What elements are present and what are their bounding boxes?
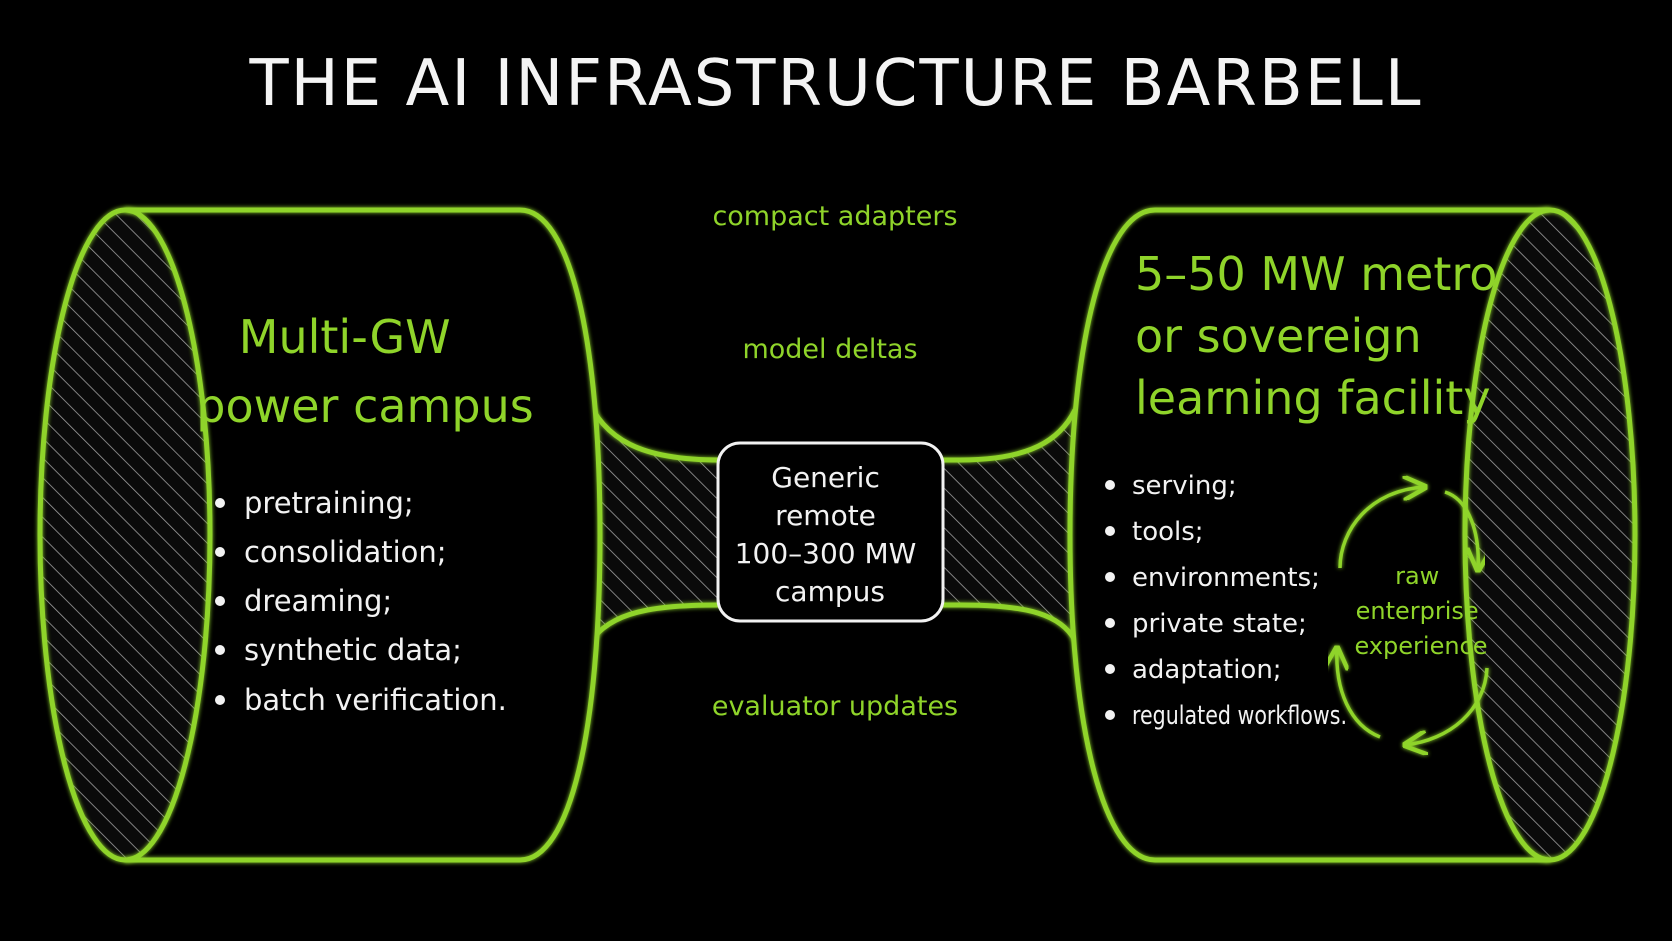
cycle-label-line: experience bbox=[1354, 632, 1487, 660]
left-weight-outline bbox=[125, 207, 603, 863]
diagram-title: THE AI INFRASTRUCTURE BARBELL bbox=[249, 47, 1423, 121]
right-weight bbox=[1067, 207, 1638, 863]
right-weight-outline bbox=[1067, 207, 1550, 863]
center-hub-line: campus bbox=[775, 575, 885, 608]
cycle-arrow-bottom-right bbox=[1405, 667, 1489, 745]
bullet-dot bbox=[1105, 526, 1115, 536]
left-weight-body bbox=[130, 210, 600, 860]
right-weight-list: serving; tools; environments; private st… bbox=[1105, 471, 1347, 731]
list-item: adaptation; bbox=[1132, 655, 1282, 685]
cycle-label-line: raw bbox=[1395, 562, 1439, 590]
center-hub-line: Generic bbox=[771, 461, 880, 494]
right-weight-end-cap bbox=[1465, 210, 1635, 860]
right-weight-body bbox=[1070, 210, 1545, 860]
bullet-dot bbox=[215, 645, 225, 655]
list-item: consolidation; bbox=[244, 535, 447, 569]
left-weight-end-cap bbox=[40, 210, 210, 860]
center-hub-line: 100–300 MW bbox=[735, 537, 917, 570]
flow-middle: model deltas bbox=[640, 334, 1015, 412]
flow-label-middle: model deltas bbox=[742, 334, 917, 365]
cycle-arrow-bottom-left bbox=[1337, 648, 1381, 739]
left-weight-heading: Multi-GW power campus bbox=[196, 310, 533, 433]
center-hub-line: remote bbox=[775, 499, 876, 532]
cycle-label: raw enterprise experience bbox=[1354, 562, 1487, 660]
left-weight-list: pretraining; consolidation; dreaming; sy… bbox=[215, 486, 507, 717]
list-item: synthetic data; bbox=[244, 633, 462, 667]
list-item: tools; bbox=[1132, 517, 1204, 547]
flow-label-bottom: evaluator updates bbox=[712, 691, 958, 722]
bullet-dot bbox=[1105, 572, 1115, 582]
bullet-dot bbox=[1105, 480, 1115, 490]
right-weight-heading: 5–50 MW metro or sovereign learning faci… bbox=[1135, 247, 1512, 425]
flow-label-top: compact adapters bbox=[712, 201, 957, 232]
list-item: environments; bbox=[1132, 563, 1320, 593]
bullet-dot bbox=[215, 596, 225, 606]
experience-cycle: raw enterprise experience bbox=[1337, 487, 1488, 745]
cycle-arrow-top-left bbox=[1338, 487, 1425, 569]
list-item: private state; bbox=[1132, 609, 1307, 639]
bullet-dot bbox=[215, 498, 225, 508]
bullet-dot bbox=[215, 547, 225, 557]
left-weight-heading-line: Multi-GW bbox=[239, 310, 451, 364]
list-item: pretraining; bbox=[244, 486, 414, 520]
cycle-label-line: enterprise bbox=[1356, 597, 1479, 625]
right-weight-heading-line: or sovereign bbox=[1135, 309, 1422, 363]
right-weight-heading-line: learning facility bbox=[1135, 371, 1491, 425]
flow-bottom: evaluator updates bbox=[640, 691, 1015, 774]
list-item: regulated workflows. bbox=[1132, 701, 1347, 731]
left-weight-heading-line: power campus bbox=[196, 379, 533, 433]
list-item: serving; bbox=[1132, 471, 1237, 501]
bullet-dot bbox=[1105, 618, 1115, 628]
cycle-arrow-top-right bbox=[1444, 490, 1478, 570]
bullet-dot bbox=[1105, 710, 1115, 720]
bullet-dot bbox=[215, 695, 225, 705]
center-hub-text: Generic remote 100–300 MW campus bbox=[735, 461, 926, 608]
flow-top: compact adapters bbox=[640, 201, 1015, 282]
list-item: batch verification. bbox=[244, 683, 507, 717]
center-hub-box bbox=[716, 441, 945, 623]
right-weight-heading-line: 5–50 MW metro bbox=[1135, 247, 1497, 301]
left-weight bbox=[37, 207, 603, 863]
bullet-dot bbox=[1105, 664, 1115, 674]
list-item: dreaming; bbox=[244, 584, 392, 618]
